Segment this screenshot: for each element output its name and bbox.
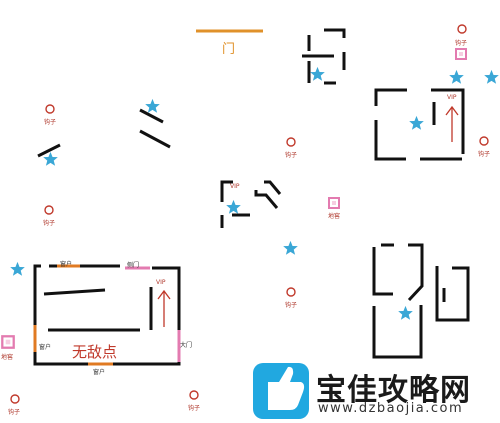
hook-label: 钩子 (43, 220, 56, 227)
window-label: 窗户 (60, 261, 73, 268)
hook-label: 钩子 (455, 40, 468, 47)
building-center (220, 180, 282, 228)
hook-label: 钩子 (188, 405, 201, 412)
vip-arrow-left-head (157, 289, 171, 300)
hook-icon (10, 394, 20, 404)
blue-star-icon (484, 69, 499, 84)
blue-star-icon (10, 261, 25, 276)
basement-label: 地窖 (1, 354, 14, 361)
top-door-label: 门 (222, 42, 236, 57)
vip-label-top-right: VIP (447, 94, 457, 101)
site-logo-icon (253, 363, 309, 419)
basement-label: 地窖 (328, 213, 341, 220)
main-door-label: 大门 (180, 342, 193, 349)
building-top-right-vip (374, 88, 465, 161)
blue-star-icon (283, 240, 298, 255)
watermark-url: www.dzbaojia.com (318, 401, 464, 416)
basement-icon (1, 335, 15, 349)
watermark-title: 宝佳攻略网 (316, 373, 471, 408)
hook-label: 钩子 (44, 119, 57, 126)
vip-label-center: VIP (230, 183, 240, 190)
hook-icon (286, 137, 296, 147)
blue-star-icon (145, 98, 160, 113)
hook-label: 钩子 (285, 302, 298, 309)
blue-star-icon (398, 305, 413, 320)
hook-label: 钩子 (8, 409, 21, 416)
hook-icon (189, 390, 199, 400)
kill-zone-label: 无敌点 (72, 343, 118, 361)
hook-icon (457, 24, 467, 34)
blue-star-icon (226, 199, 241, 214)
basement-icon (328, 197, 340, 209)
vip-label-left: VIP (156, 279, 166, 286)
building-top-middle (302, 28, 346, 85)
building-bottom-right (372, 243, 470, 359)
blue-star-icon (409, 115, 424, 130)
hook-icon (44, 205, 54, 215)
hook-icon (45, 104, 55, 114)
window-label: 窗户 (93, 369, 106, 376)
blue-star-icon (310, 66, 325, 81)
loose-walls-left (37, 108, 171, 158)
window-label: 窗户 (39, 344, 52, 351)
hook-icon (286, 287, 296, 297)
side-door-label: 侧门 (127, 262, 140, 269)
vip-arrow-top-right-head (445, 105, 459, 116)
basement-icon (455, 48, 467, 60)
blue-star-icon (449, 69, 464, 84)
hook-icon (479, 136, 489, 146)
hook-label: 钩子 (478, 151, 491, 158)
hook-label: 钩子 (285, 152, 298, 159)
